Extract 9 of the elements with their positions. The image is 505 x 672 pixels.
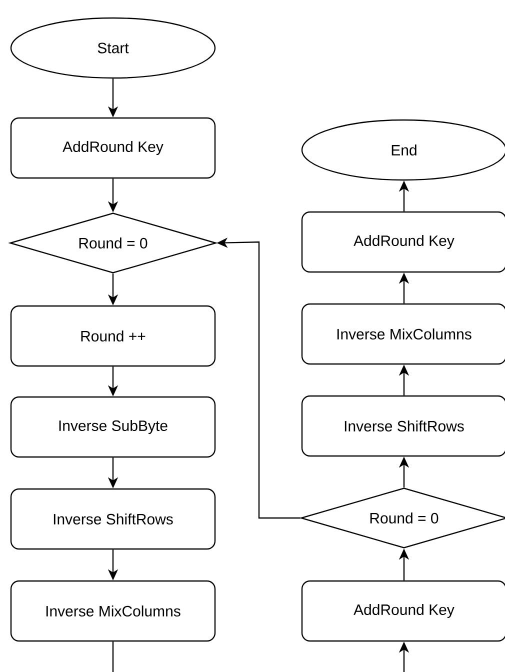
process-box: Inverse SubByte <box>10 396 216 458</box>
process-box: Inverse ShiftRows <box>10 488 216 550</box>
process-box: AddRound Key <box>301 580 505 642</box>
process-box: Inverse MixColumns <box>301 303 505 365</box>
process-box: Round ++ <box>10 305 216 367</box>
process-box: Inverse ShiftRows <box>301 395 505 457</box>
process-box: Inverse MixColumns <box>10 580 216 642</box>
process-box: AddRound Key <box>301 211 505 273</box>
process-box: AddRound Key <box>10 117 216 179</box>
